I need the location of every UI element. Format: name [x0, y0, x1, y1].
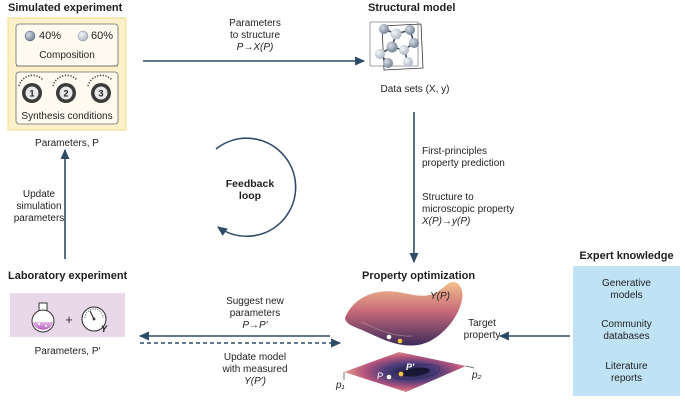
- update-model-label: Update model with measured Y(P′): [200, 352, 310, 388]
- knob-1: [18, 74, 44, 103]
- update-model-line-3: Y(P′): [244, 376, 266, 387]
- update-model-line-1: Update model: [223, 352, 287, 363]
- target-property-label: Target property: [452, 318, 512, 342]
- surface-yp-label: Y(P): [430, 291, 450, 302]
- datasets-label: Data sets (X, y): [380, 84, 450, 95]
- synthesis-conditions-label: Synthesis conditions: [21, 111, 113, 122]
- suggest-parameters-line-3: P→P′: [242, 320, 268, 331]
- suggest-parameters-line-1: Suggest new: [226, 296, 284, 307]
- expert-item-community-line-2: databases: [603, 331, 650, 342]
- point-p-plane: [386, 374, 392, 380]
- structure-to-property-line-2: microscopic property: [422, 204, 515, 215]
- update-simulation-label: Update simulation parameters: [8, 189, 70, 225]
- expert-item-generative-line-1: Generative: [602, 278, 651, 289]
- parameters-to-structure-label: Parameters to structure P→X(P): [200, 18, 310, 54]
- structure-to-property-line-1: Structure to: [422, 192, 474, 203]
- laboratory-experiment-title: Laboratory experiment: [8, 270, 128, 282]
- expert-item-generative: Generative models: [573, 278, 680, 302]
- target-property-line-1: Target: [468, 318, 496, 329]
- expert-item-community-line-1: Community: [601, 319, 652, 330]
- first-principles-line-2: property prediction: [422, 158, 505, 169]
- plane-pprime-label: P′: [406, 362, 415, 372]
- update-model-line-2: with measured: [222, 364, 288, 375]
- contour-plane: [343, 352, 475, 392]
- plane-p-label: P: [377, 371, 384, 381]
- simulation-parameters-label: Parameters, P: [35, 138, 99, 149]
- parameters-to-structure-line-2: to structure: [229, 30, 281, 41]
- expert-knowledge-box: [573, 266, 680, 396]
- suggest-parameters-line-2: parameters: [229, 308, 281, 319]
- plus-sign: +: [65, 312, 73, 327]
- update-simulation-line-2: simulation: [16, 201, 62, 212]
- expert-item-literature: Literature reports: [573, 361, 680, 385]
- simulated-experiment-title: Simulated experiment: [8, 2, 123, 14]
- flask-icon: [31, 302, 55, 333]
- axis-p2-label: p₂: [472, 370, 482, 381]
- parameters-to-structure-line-3: P→X(P): [236, 42, 274, 53]
- gauge-label: Y: [101, 324, 108, 334]
- composition-pct-40: 40%: [39, 30, 62, 42]
- feedback-loop-arrow: [215, 137, 297, 238]
- structural-model-icon: [369, 21, 424, 71]
- structure-to-property-line-3: X(P)→y(P): [422, 216, 471, 227]
- composition-label: Composition: [39, 50, 95, 61]
- gauge-icon: [81, 306, 107, 332]
- axis-p1-label: p₁: [336, 380, 345, 391]
- expert-item-community: Community databases: [573, 319, 680, 343]
- feedback-loop-label: Feedback loop: [220, 178, 280, 202]
- expert-item-literature-line-2: reports: [610, 373, 643, 384]
- composition-dot-60: [77, 30, 89, 42]
- knob-1-label: 1: [29, 89, 34, 99]
- composition-dot-40: [24, 30, 36, 42]
- point-pprime-plane: [398, 371, 404, 377]
- point-pprime-surface: [397, 338, 403, 344]
- parameters-to-structure-line-1: Parameters: [229, 18, 281, 29]
- expert-item-generative-line-2: models: [610, 290, 643, 301]
- update-simulation-line-3: parameters: [13, 213, 65, 224]
- first-principles-line-1: First-principles: [422, 146, 488, 157]
- expert-knowledge-title: Expert knowledge: [579, 250, 674, 262]
- lab-parameters-label: Parameters, P′: [34, 346, 101, 357]
- suggest-parameters-label: Suggest new parameters P→P′: [200, 296, 310, 332]
- structural-model-title: Structural model: [368, 2, 456, 14]
- property-optimization-title: Property optimization: [362, 270, 476, 282]
- feedback-loop-line-2: loop: [238, 190, 262, 202]
- knob-3-label: 3: [98, 89, 103, 99]
- knob-2-label: 2: [63, 89, 68, 99]
- structure-to-property-label: Structure to microscopic property X(P)→y…: [422, 192, 514, 228]
- knob-2: [52, 74, 78, 103]
- first-principles-label: First-principles property prediction: [422, 146, 505, 170]
- point-p-surface: [386, 334, 392, 340]
- feedback-loop-line-1: Feedback: [225, 178, 275, 190]
- update-simulation-line-1: Update: [22, 189, 56, 200]
- expert-item-literature-line-1: Literature: [605, 361, 648, 372]
- energy-surface: [345, 281, 463, 346]
- target-property-line-2: property: [463, 330, 501, 341]
- knob-3: [87, 74, 113, 103]
- composition-pct-60: 60%: [91, 30, 114, 42]
